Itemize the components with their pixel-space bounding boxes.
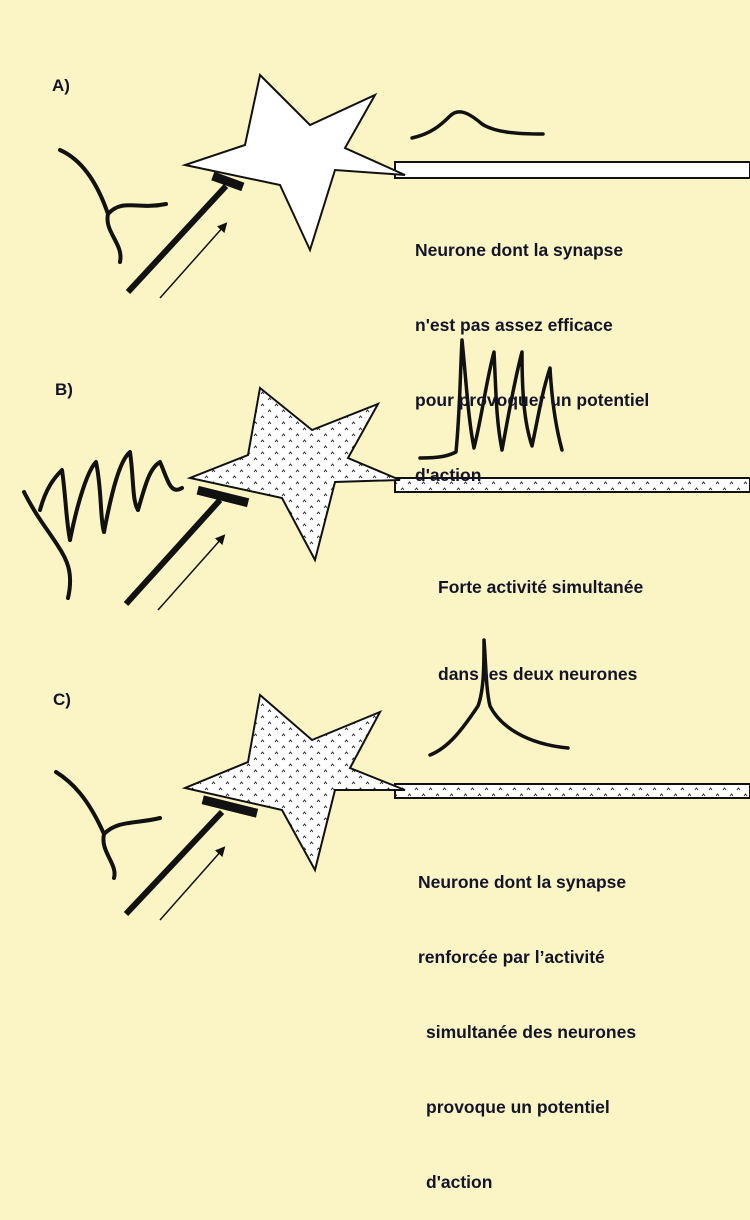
neuron-soma-c <box>185 695 405 870</box>
post-signal-a <box>412 112 543 138</box>
panel-label-a: A) <box>52 76 70 96</box>
axon-c <box>395 784 750 798</box>
presynaptic-axon-b <box>126 500 220 604</box>
activity-arrow-a <box>160 226 224 298</box>
pre-signal-b <box>24 452 182 598</box>
panel-label-b: B) <box>55 380 73 400</box>
caption-a: Neurone dont la synapse n'est pas assez … <box>415 188 649 513</box>
caption-a-line-3: pour provoquer un potentiel <box>415 388 649 413</box>
activity-arrow-c <box>160 850 222 920</box>
panel-label-c: C) <box>53 690 71 710</box>
hebbian-synapse-diagram: A) B) C) Neurone dont la synapse n'est p… <box>0 0 750 980</box>
caption-a-line-1: Neurone dont la synapse <box>415 238 649 263</box>
presynaptic-axon-c <box>126 812 222 914</box>
caption-c-line-4: provoque un potentiel <box>418 1095 636 1120</box>
caption-b-line-2: dans les deux neurones <box>438 660 643 689</box>
caption-c-line-1: Neurone dont la synapse <box>418 870 636 895</box>
caption-c-line-3: simultanée des neurones <box>418 1020 636 1045</box>
caption-c: Neurone dont la synapse renforcée par l’… <box>418 820 636 1220</box>
caption-a-line-4: d'action <box>415 463 649 488</box>
presynaptic-axon-a <box>128 186 226 292</box>
axon-a <box>395 162 750 178</box>
pre-signal-a <box>60 150 166 262</box>
activity-arrow-b <box>158 538 222 610</box>
caption-c-line-2: renforcée par l’activité <box>418 945 636 970</box>
panel-c <box>56 640 750 920</box>
neuron-soma-a <box>185 75 405 250</box>
pre-signal-c <box>56 772 160 878</box>
neuron-soma-b <box>190 388 400 560</box>
caption-b-line-1: Forte activité simultanée <box>438 573 643 602</box>
caption-a-line-2: n'est pas assez efficace <box>415 313 649 338</box>
caption-b: Forte activité simultanée dans les deux … <box>438 515 643 718</box>
caption-c-line-5: d'action <box>418 1170 636 1195</box>
